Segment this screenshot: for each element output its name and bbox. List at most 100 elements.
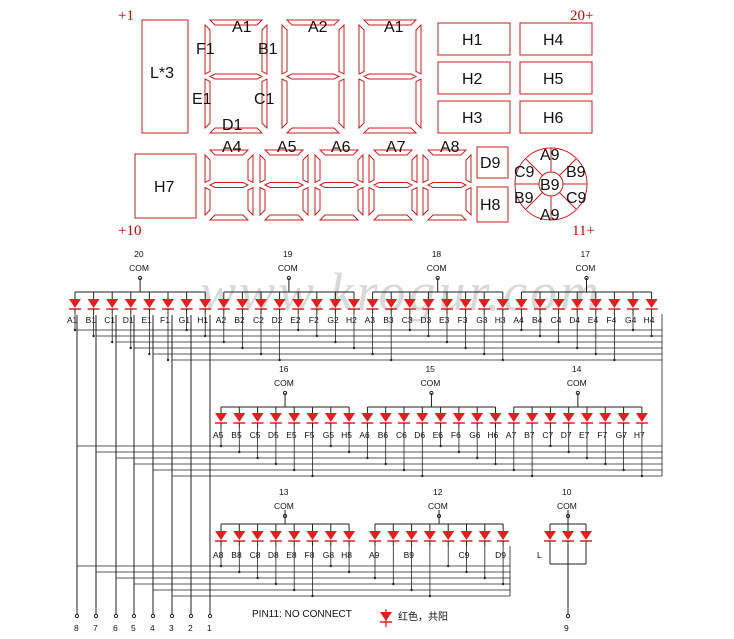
- led-row3-b-4: [442, 528, 455, 546]
- led-row3-b-7: [497, 528, 510, 546]
- led-row3-C8: [251, 528, 264, 546]
- segment-outline: [358, 78, 365, 130]
- segment-outline: [285, 73, 341, 80]
- row1-com-3-node: [435, 275, 440, 281]
- row3-com-1-pin: 13: [279, 487, 289, 497]
- seg-label-row1-B2: B2: [234, 315, 245, 325]
- label-a1-first: A1: [232, 19, 252, 36]
- seg-label-row2-H5: H5: [341, 430, 352, 440]
- row1-com-4-node: [584, 275, 589, 281]
- junction: [311, 594, 314, 598]
- row1-com-2-pin: 19: [283, 249, 293, 259]
- junction: [464, 346, 467, 350]
- led-row2-D7: [562, 410, 575, 428]
- led-row2-C6: [398, 410, 410, 428]
- seg-label-row1-C2: C2: [253, 315, 264, 325]
- seg-label-row2-H7: H7: [634, 430, 645, 440]
- seg-label-row1-B3: B3: [383, 315, 394, 325]
- segment-outline: [208, 149, 250, 156]
- segment-outline: [318, 149, 360, 156]
- led-row2-D6: [416, 410, 429, 428]
- row2-com-2-label: COM: [420, 378, 440, 388]
- segment-outline: [204, 78, 211, 130]
- seg-label-row2-E5: E5: [286, 430, 297, 440]
- junction: [73, 328, 77, 332]
- led-row1-F2: [310, 296, 323, 314]
- led-row3-b-0: [369, 528, 381, 546]
- pin-node-5: [131, 613, 137, 619]
- segment-outline: [285, 127, 341, 134]
- junction: [476, 456, 479, 460]
- segment-outline: [281, 23, 288, 75]
- junction: [439, 444, 442, 448]
- led-row2-B7: [526, 410, 539, 428]
- big-digit-1: [204, 19, 268, 134]
- row1-com-3-pin: 18: [432, 249, 442, 259]
- corner-pin11: 11+: [572, 223, 595, 239]
- seg-label-row1-C4: C4: [551, 315, 562, 325]
- pin-label-1: 1: [207, 623, 212, 633]
- led-row1-E3: [441, 296, 453, 314]
- h7-label: H7: [154, 179, 175, 196]
- segment-outline: [281, 78, 288, 130]
- led-row1-G4: [627, 296, 639, 314]
- seg-label-row1-F1: F1: [160, 315, 170, 325]
- segment-outline: [247, 153, 254, 184]
- row3-com-1-label: COM: [274, 501, 294, 511]
- segment-outline: [314, 186, 321, 217]
- junction: [311, 474, 314, 478]
- pin-node-7: [93, 613, 99, 619]
- junction: [613, 358, 616, 362]
- junction: [392, 582, 395, 586]
- junction: [421, 474, 424, 478]
- seg-label-row1-D1: D1: [123, 315, 134, 325]
- seg-label-row2-H6: H6: [488, 430, 499, 440]
- led-row1-A1: [69, 296, 81, 314]
- corner-pin10: +10: [118, 223, 141, 239]
- segment-outline: [263, 214, 305, 221]
- h3-box: [437, 100, 511, 134]
- segment-outline: [338, 78, 345, 130]
- big-digit-3: [358, 19, 422, 134]
- row2-com-3-node: [575, 390, 580, 396]
- row2-com-3-label: COM: [567, 378, 587, 388]
- junction: [410, 588, 413, 592]
- row3-com-2-label: COM: [428, 501, 448, 511]
- led-row1-C4: [552, 296, 565, 314]
- led-row2-B5: [233, 410, 246, 428]
- led-row1-B1: [87, 296, 100, 314]
- label-a4: A4: [222, 139, 242, 156]
- h3-label: H3: [462, 110, 483, 127]
- led-row3-E8: [288, 528, 301, 546]
- junction: [129, 346, 132, 350]
- led-row1-D2: [273, 296, 286, 314]
- led-row1-C2: [255, 296, 267, 314]
- led-row1-D4: [571, 296, 584, 314]
- row2-com-3-pin: 14: [572, 364, 582, 374]
- junction: [631, 328, 635, 332]
- seg-label-row2-F7: F7: [597, 430, 607, 440]
- big-digit-2: [281, 19, 345, 134]
- pin-label-3: 3: [169, 623, 174, 633]
- led-row1-A3: [366, 296, 379, 314]
- segment-outline: [261, 78, 268, 130]
- led-row3-B8: [233, 528, 246, 546]
- seg-label-row1-D2: D2: [272, 315, 283, 325]
- h8-box: [476, 186, 509, 223]
- junction: [384, 462, 387, 466]
- led-row1-H2: [348, 296, 360, 314]
- pin9-node: [565, 613, 571, 619]
- seg-label-row2-G7: G7: [616, 430, 628, 440]
- junction: [293, 588, 296, 592]
- junction: [352, 346, 356, 350]
- junction: [347, 570, 351, 574]
- led-row1-D1: [124, 296, 137, 314]
- seg-label-B9: B9: [404, 550, 415, 560]
- led-row2-D5: [269, 410, 282, 428]
- round-a9-bottom: A9: [540, 207, 560, 224]
- d9-box: [476, 146, 509, 179]
- segment-outline: [208, 73, 264, 80]
- junction: [402, 468, 406, 472]
- segment-outline: [362, 127, 418, 134]
- h1-box: [437, 22, 511, 56]
